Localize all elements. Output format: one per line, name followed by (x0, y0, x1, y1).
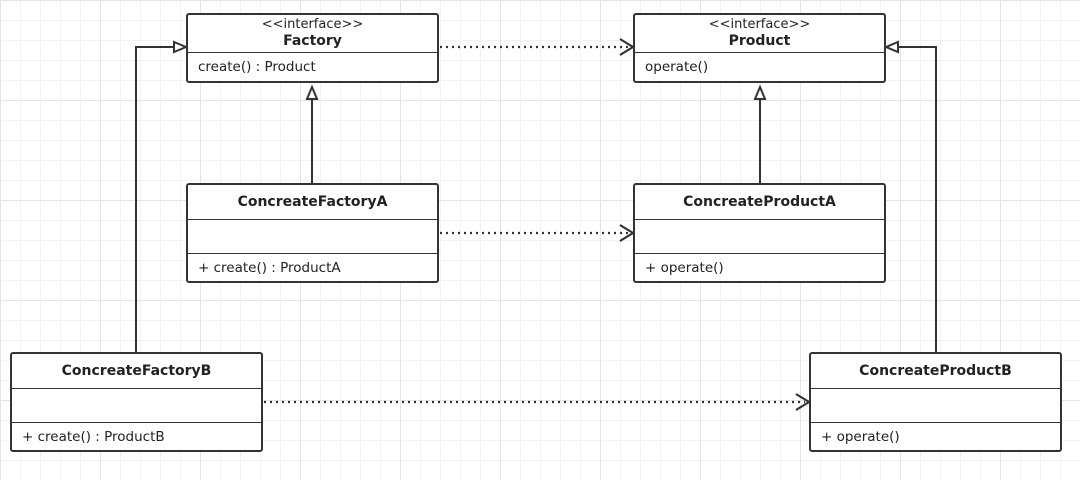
concreate-factory-b-box[interactable]: ConcreateFactoryB + create() : ProductB (10, 352, 263, 452)
product-b-name: ConcreateProductB (859, 362, 1012, 379)
factory-b-attributes (12, 389, 261, 423)
realization-arrowhead-icon (753, 84, 767, 100)
product-header: <<interface>> Product (635, 15, 884, 53)
factory-methods: create() : Product (188, 53, 437, 81)
factory-b-name: ConcreateFactoryB (61, 362, 212, 379)
factory-stereotype: <<interface>> (261, 17, 364, 32)
factory-header: <<interface>> Factory (188, 15, 437, 53)
product-name: Product (728, 33, 791, 49)
product-b-method: + operate() (821, 428, 900, 445)
dependency-arrowhead-icon (619, 38, 636, 56)
realization-arrowhead-icon (883, 40, 899, 54)
product-a-attributes (635, 220, 884, 254)
factory-name: Factory (283, 33, 342, 49)
product-a-name: ConcreateProductA (683, 193, 836, 210)
factory-b-methods: + create() : ProductB (12, 423, 261, 450)
realization-arrowhead-icon (173, 40, 189, 54)
product-methods: operate() (635, 53, 884, 81)
dependency-arrowhead-icon (795, 393, 812, 411)
factory-b-method: + create() : ProductB (22, 428, 165, 445)
concreate-product-b-box[interactable]: ConcreateProductB + operate() (809, 352, 1062, 452)
product-a-method: + operate() (645, 259, 724, 276)
product-stereotype: <<interface>> (708, 17, 811, 32)
factory-a-attributes (188, 220, 437, 254)
realization-product-b-to-product (898, 46, 937, 353)
realization-factory-b-to-factory (135, 46, 174, 353)
factory-b-header: ConcreateFactoryB (12, 354, 261, 389)
product-method: operate() (645, 59, 709, 75)
realization-arrowhead-icon (305, 84, 319, 100)
concreate-product-a-box[interactable]: ConcreateProductA + operate() (633, 183, 886, 283)
concreate-factory-a-box[interactable]: ConcreateFactoryA + create() : ProductA (186, 183, 439, 283)
product-b-header: ConcreateProductB (811, 354, 1060, 389)
product-b-attributes (811, 389, 1060, 423)
product-a-header: ConcreateProductA (635, 185, 884, 220)
factory-interface-box[interactable]: <<interface>> Factory create() : Product (186, 13, 439, 83)
factory-a-method: + create() : ProductA (198, 259, 341, 276)
factory-a-header: ConcreateFactoryA (188, 185, 437, 220)
factory-method: create() : Product (198, 59, 316, 75)
factory-a-name: ConcreateFactoryA (237, 193, 388, 210)
dependency-arrowhead-icon (619, 224, 636, 242)
product-interface-box[interactable]: <<interface>> Product operate() (633, 13, 886, 83)
product-a-methods: + operate() (635, 254, 884, 281)
factory-a-methods: + create() : ProductA (188, 254, 437, 281)
product-b-methods: + operate() (811, 423, 1060, 450)
